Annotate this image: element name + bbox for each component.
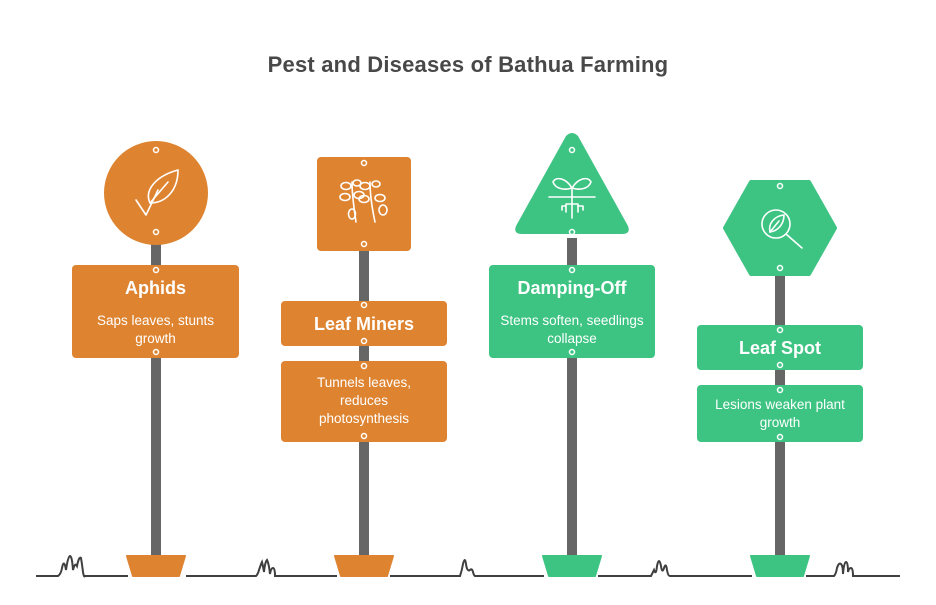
pole-base (126, 555, 186, 577)
sign-title-damping-off: Damping-Off (517, 277, 627, 298)
diagram-title: Pest and Diseases of Bathua Farming (267, 52, 669, 77)
leaf-check-icon (135, 169, 179, 216)
sign-leaf-miners (281, 157, 447, 577)
description-box (281, 361, 447, 442)
sign-description-aphids: Saps leaves, stunts growth (96, 313, 215, 346)
leaf-magnifier-icon (761, 209, 803, 249)
pole-base (750, 555, 810, 577)
ground (36, 554, 900, 578)
sign-title-aphids: Aphids (125, 277, 186, 298)
sign-aphids (72, 141, 239, 577)
sign-description-leaf-miners: Tunnels leaves, reduces photosynthesis (316, 375, 412, 426)
description-box (697, 385, 863, 442)
label-box (489, 265, 655, 358)
sign-title-leaf-miners: Leaf Miners (313, 313, 415, 334)
sign-description-leaf-spot: Lesions weaken plant growth (715, 397, 845, 430)
pole (151, 240, 161, 556)
sign-head-triangle (515, 133, 629, 234)
label-box (72, 265, 239, 358)
sign-head-hexagon (723, 180, 837, 276)
pole (567, 238, 577, 556)
seedling-roots-icon (548, 177, 596, 219)
sign-leaf-spot (697, 180, 863, 577)
sign-title-leaf-spot: Leaf Spot (738, 337, 821, 358)
sign-damping-off (489, 133, 655, 577)
sign-description-damping-off: Stems soften, seedlings collapse (500, 313, 644, 346)
title-box (281, 301, 447, 346)
title-box (697, 325, 863, 370)
sign-head-square (317, 157, 411, 251)
leafy-vine-icon (339, 179, 388, 223)
pole-base (334, 555, 394, 577)
pole-base (542, 555, 602, 577)
